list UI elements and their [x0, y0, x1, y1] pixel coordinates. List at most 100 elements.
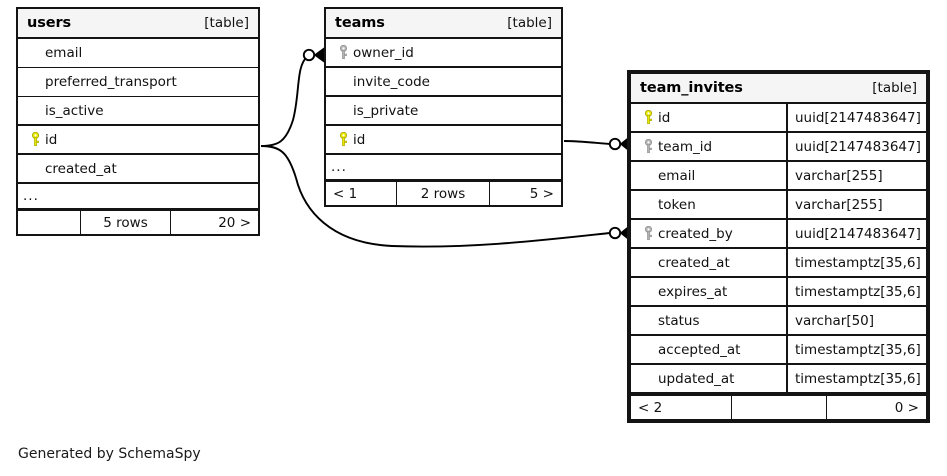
- column-label: email: [658, 167, 696, 184]
- column-label: accepted_at: [658, 341, 741, 358]
- column-type: uuid[2147483647]: [786, 104, 926, 131]
- primary-key-icon: [25, 132, 45, 147]
- column-users-created-at: created_at: [18, 155, 258, 182]
- column-label: token: [658, 196, 696, 213]
- table-row[interactable]: expires_at timestamptz[35,6]: [631, 278, 926, 307]
- column-team-invites-updated-at: updated_at: [631, 365, 786, 392]
- column-type: timestamptz[35,6]: [786, 249, 926, 276]
- column-type: timestamptz[35,6]: [786, 336, 926, 363]
- table-row[interactable]: accepted_at timestamptz[35,6]: [631, 336, 926, 365]
- table-team-invites-next-page[interactable]: 0 >: [826, 396, 926, 419]
- table-users-more-columns-indicator: ...: [18, 184, 258, 209]
- column-type: varchar[255]: [786, 162, 926, 189]
- column-teams-id: id: [326, 126, 561, 153]
- table-users-prev-page[interactable]: [18, 211, 80, 234]
- column-users-preferred-transport: preferred_transport: [18, 68, 258, 96]
- table-row[interactable]: owner_id: [326, 39, 561, 68]
- table-users-name: users: [27, 15, 72, 31]
- table-users-header[interactable]: users [table]: [18, 9, 258, 39]
- column-label: updated_at: [658, 370, 735, 387]
- table-row[interactable]: id uuid[2147483647]: [631, 104, 926, 133]
- column-users-is-active: is_active: [18, 97, 258, 124]
- table-teams[interactable]: teams [table] owner_id: [324, 7, 563, 207]
- column-team-invites-email: email: [631, 162, 786, 189]
- column-type: varchar[255]: [786, 191, 926, 218]
- table-team-invites[interactable]: team_invites [table] id uuid[214: [627, 70, 930, 423]
- table-team-invites-prev-page[interactable]: < 2: [638, 399, 663, 416]
- table-row[interactable]: id: [18, 126, 258, 155]
- edge-users-id-to-teams-owner-id: [260, 56, 308, 147]
- column-team-invites-status: status: [631, 307, 786, 334]
- column-team-invites-created-by: created_by: [631, 220, 786, 247]
- column-label: id: [45, 131, 58, 148]
- table-row[interactable]: is_private: [326, 97, 561, 126]
- column-label: team_id: [658, 138, 713, 155]
- table-teams-footer: < 1 2 rows 5 >: [326, 180, 561, 205]
- column-label: is_private: [353, 102, 419, 119]
- column-team-invites-team-id: team_id: [631, 133, 786, 160]
- column-teams-owner-id: owner_id: [326, 39, 561, 66]
- column-teams-invite-code: invite_code: [326, 68, 561, 95]
- table-row[interactable]: created_at timestamptz[35,6]: [631, 249, 926, 278]
- foreign-key-icon: [333, 45, 353, 60]
- table-row[interactable]: created_at: [18, 155, 258, 184]
- column-team-invites-accepted-at: accepted_at: [631, 336, 786, 363]
- primary-key-icon: [333, 132, 353, 147]
- table-teams-tag: [table]: [507, 15, 552, 31]
- column-label: expires_at: [658, 283, 728, 300]
- table-row[interactable]: token varchar[255]: [631, 191, 926, 220]
- table-teams-more-columns-indicator: ...: [326, 155, 561, 180]
- table-row[interactable]: status varchar[50]: [631, 307, 926, 336]
- primary-key-icon: [638, 110, 658, 125]
- table-users-footer: 5 rows 20 >: [18, 209, 258, 234]
- table-teams-name: teams: [335, 15, 385, 31]
- table-users-columns: email preferred_transport is_active: [18, 39, 258, 234]
- column-users-email: email: [18, 39, 258, 67]
- table-teams-row-count: 2 rows: [396, 182, 489, 205]
- column-type: uuid[2147483647]: [786, 133, 926, 160]
- foreign-key-icon: [638, 139, 658, 154]
- edge-teams-id-to-team-invites-team-id: [563, 140, 611, 145]
- column-team-invites-created-at: created_at: [631, 249, 786, 276]
- table-row[interactable]: created_by uuid[2147483647]: [631, 220, 926, 249]
- table-users-row-count: 5 rows: [80, 211, 170, 234]
- column-label: created_by: [658, 225, 733, 242]
- column-type: timestamptz[35,6]: [786, 278, 926, 305]
- table-team-invites-name: team_invites: [640, 80, 743, 96]
- table-teams-prev-page[interactable]: < 1: [333, 185, 358, 202]
- table-teams-header[interactable]: teams [table]: [326, 9, 561, 39]
- table-team-invites-row-count: [731, 396, 826, 419]
- column-label: preferred_transport: [45, 74, 177, 90]
- column-label: email: [45, 45, 83, 61]
- table-users-tag: [table]: [204, 15, 249, 31]
- column-label: is_active: [45, 102, 104, 119]
- table-row[interactable]: invite_code: [326, 68, 561, 97]
- column-label: id: [658, 109, 671, 126]
- column-label: created_at: [658, 254, 730, 271]
- table-row[interactable]: email varchar[255]: [631, 162, 926, 191]
- generated-by-caption: Generated by SchemaSpy: [18, 446, 201, 462]
- column-type: uuid[2147483647]: [786, 220, 926, 247]
- table-row[interactable]: updated_at timestamptz[35,6]: [631, 365, 926, 394]
- column-type: varchar[50]: [786, 307, 926, 334]
- foreign-key-icon: [638, 226, 658, 241]
- column-team-invites-token: token: [631, 191, 786, 218]
- table-row[interactable]: is_active: [18, 97, 258, 126]
- table-row[interactable]: preferred_transport: [18, 68, 258, 97]
- column-team-invites-expires-at: expires_at: [631, 278, 786, 305]
- table-teams-next-page[interactable]: 5 >: [489, 182, 561, 205]
- table-teams-columns: owner_id invite_code is_private: [326, 39, 561, 205]
- table-team-invites-header[interactable]: team_invites [table]: [631, 74, 926, 104]
- table-row[interactable]: email: [18, 39, 258, 68]
- column-label: status: [658, 312, 700, 329]
- table-row[interactable]: team_id uuid[2147483647]: [631, 133, 926, 162]
- table-users[interactable]: users [table] email preferred_transport: [16, 7, 260, 236]
- table-row[interactable]: id: [326, 126, 561, 155]
- table-team-invites-columns: id uuid[2147483647] team_id: [631, 104, 926, 419]
- column-label: created_at: [45, 160, 117, 177]
- table-users-next-page[interactable]: 20 >: [170, 211, 258, 234]
- column-team-invites-id: id: [631, 104, 786, 131]
- column-users-id: id: [18, 126, 258, 153]
- column-teams-is-private: is_private: [326, 97, 561, 124]
